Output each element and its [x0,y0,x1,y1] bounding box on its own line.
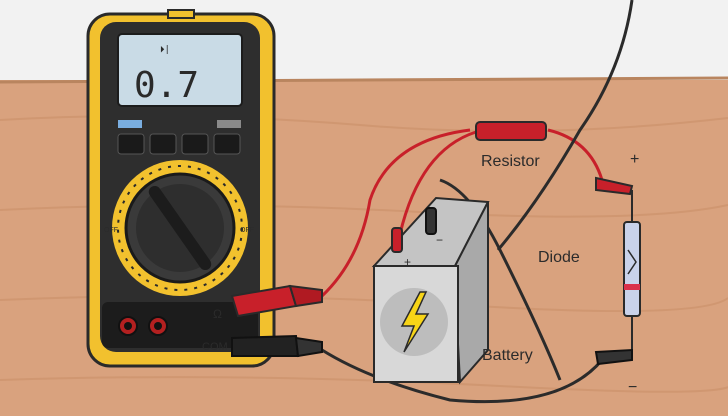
meter-button-2[interactable] [149,133,177,155]
dial-off-right-label: OFF [240,227,254,234]
battery-minus-terminal [425,207,437,235]
red-probe[interactable] [230,284,323,318]
black-clip-bottom-shape [594,348,633,366]
red-wire-to-resistor [398,130,477,235]
battery-minus-label: − [436,233,443,247]
black-wire-battery [439,178,562,381]
meter-top-tab [167,9,195,19]
dial-pointer-icon [148,185,212,271]
black-wire-bottom [321,348,604,404]
battery-label: Battery [482,347,533,364]
black-clip-bottom[interactable] [594,348,633,366]
battery: + − [371,196,490,385]
black-probe[interactable] [231,334,323,358]
lcd-screen [117,33,243,107]
diode [623,190,641,350]
com-port-label: COM [202,341,228,353]
ohm-port-label: Ω [213,307,222,321]
diode-junction [627,249,637,275]
resistor-body [475,121,547,141]
meter-button-3[interactable] [181,133,209,155]
multimeter: ⏵| 0.7 OFF OFF Ω COM [86,9,276,368]
red-probe-tip [288,284,323,308]
port-2-inner [154,322,162,330]
wood-grain [0,115,728,393]
meter-button-blue[interactable] [118,120,142,128]
diode-label: Diode [538,249,580,266]
port-1-inner [124,322,132,330]
meter-button-1[interactable] [117,133,145,155]
bolt-icon [400,291,430,353]
black-probe-body [231,334,300,357]
meter-button-small[interactable] [217,120,241,128]
dial-scale-ticks [117,165,243,291]
black-wire-top [496,0,634,251]
diode-band [624,284,640,290]
resistor [475,121,547,141]
lcd-reading: 0.7 [134,65,199,106]
diode-plus-label: + [630,151,639,168]
black-probe-tip [294,336,323,358]
port-panel [102,302,258,348]
red-clip-top[interactable] [595,176,634,196]
meter-button-4[interactable] [213,133,241,155]
diode-minus-label: − [628,379,637,396]
resistor-label: Resistor [481,153,540,170]
dial-off-left-label: OFF [104,227,118,234]
red-clip-top-shape [595,176,634,196]
battery-plus-label: + [404,255,411,269]
red-wire [320,128,471,298]
lcd-mode-symbol: ⏵| [160,45,170,55]
red-wire-right [547,128,604,181]
battery-plus-terminal [391,227,403,253]
